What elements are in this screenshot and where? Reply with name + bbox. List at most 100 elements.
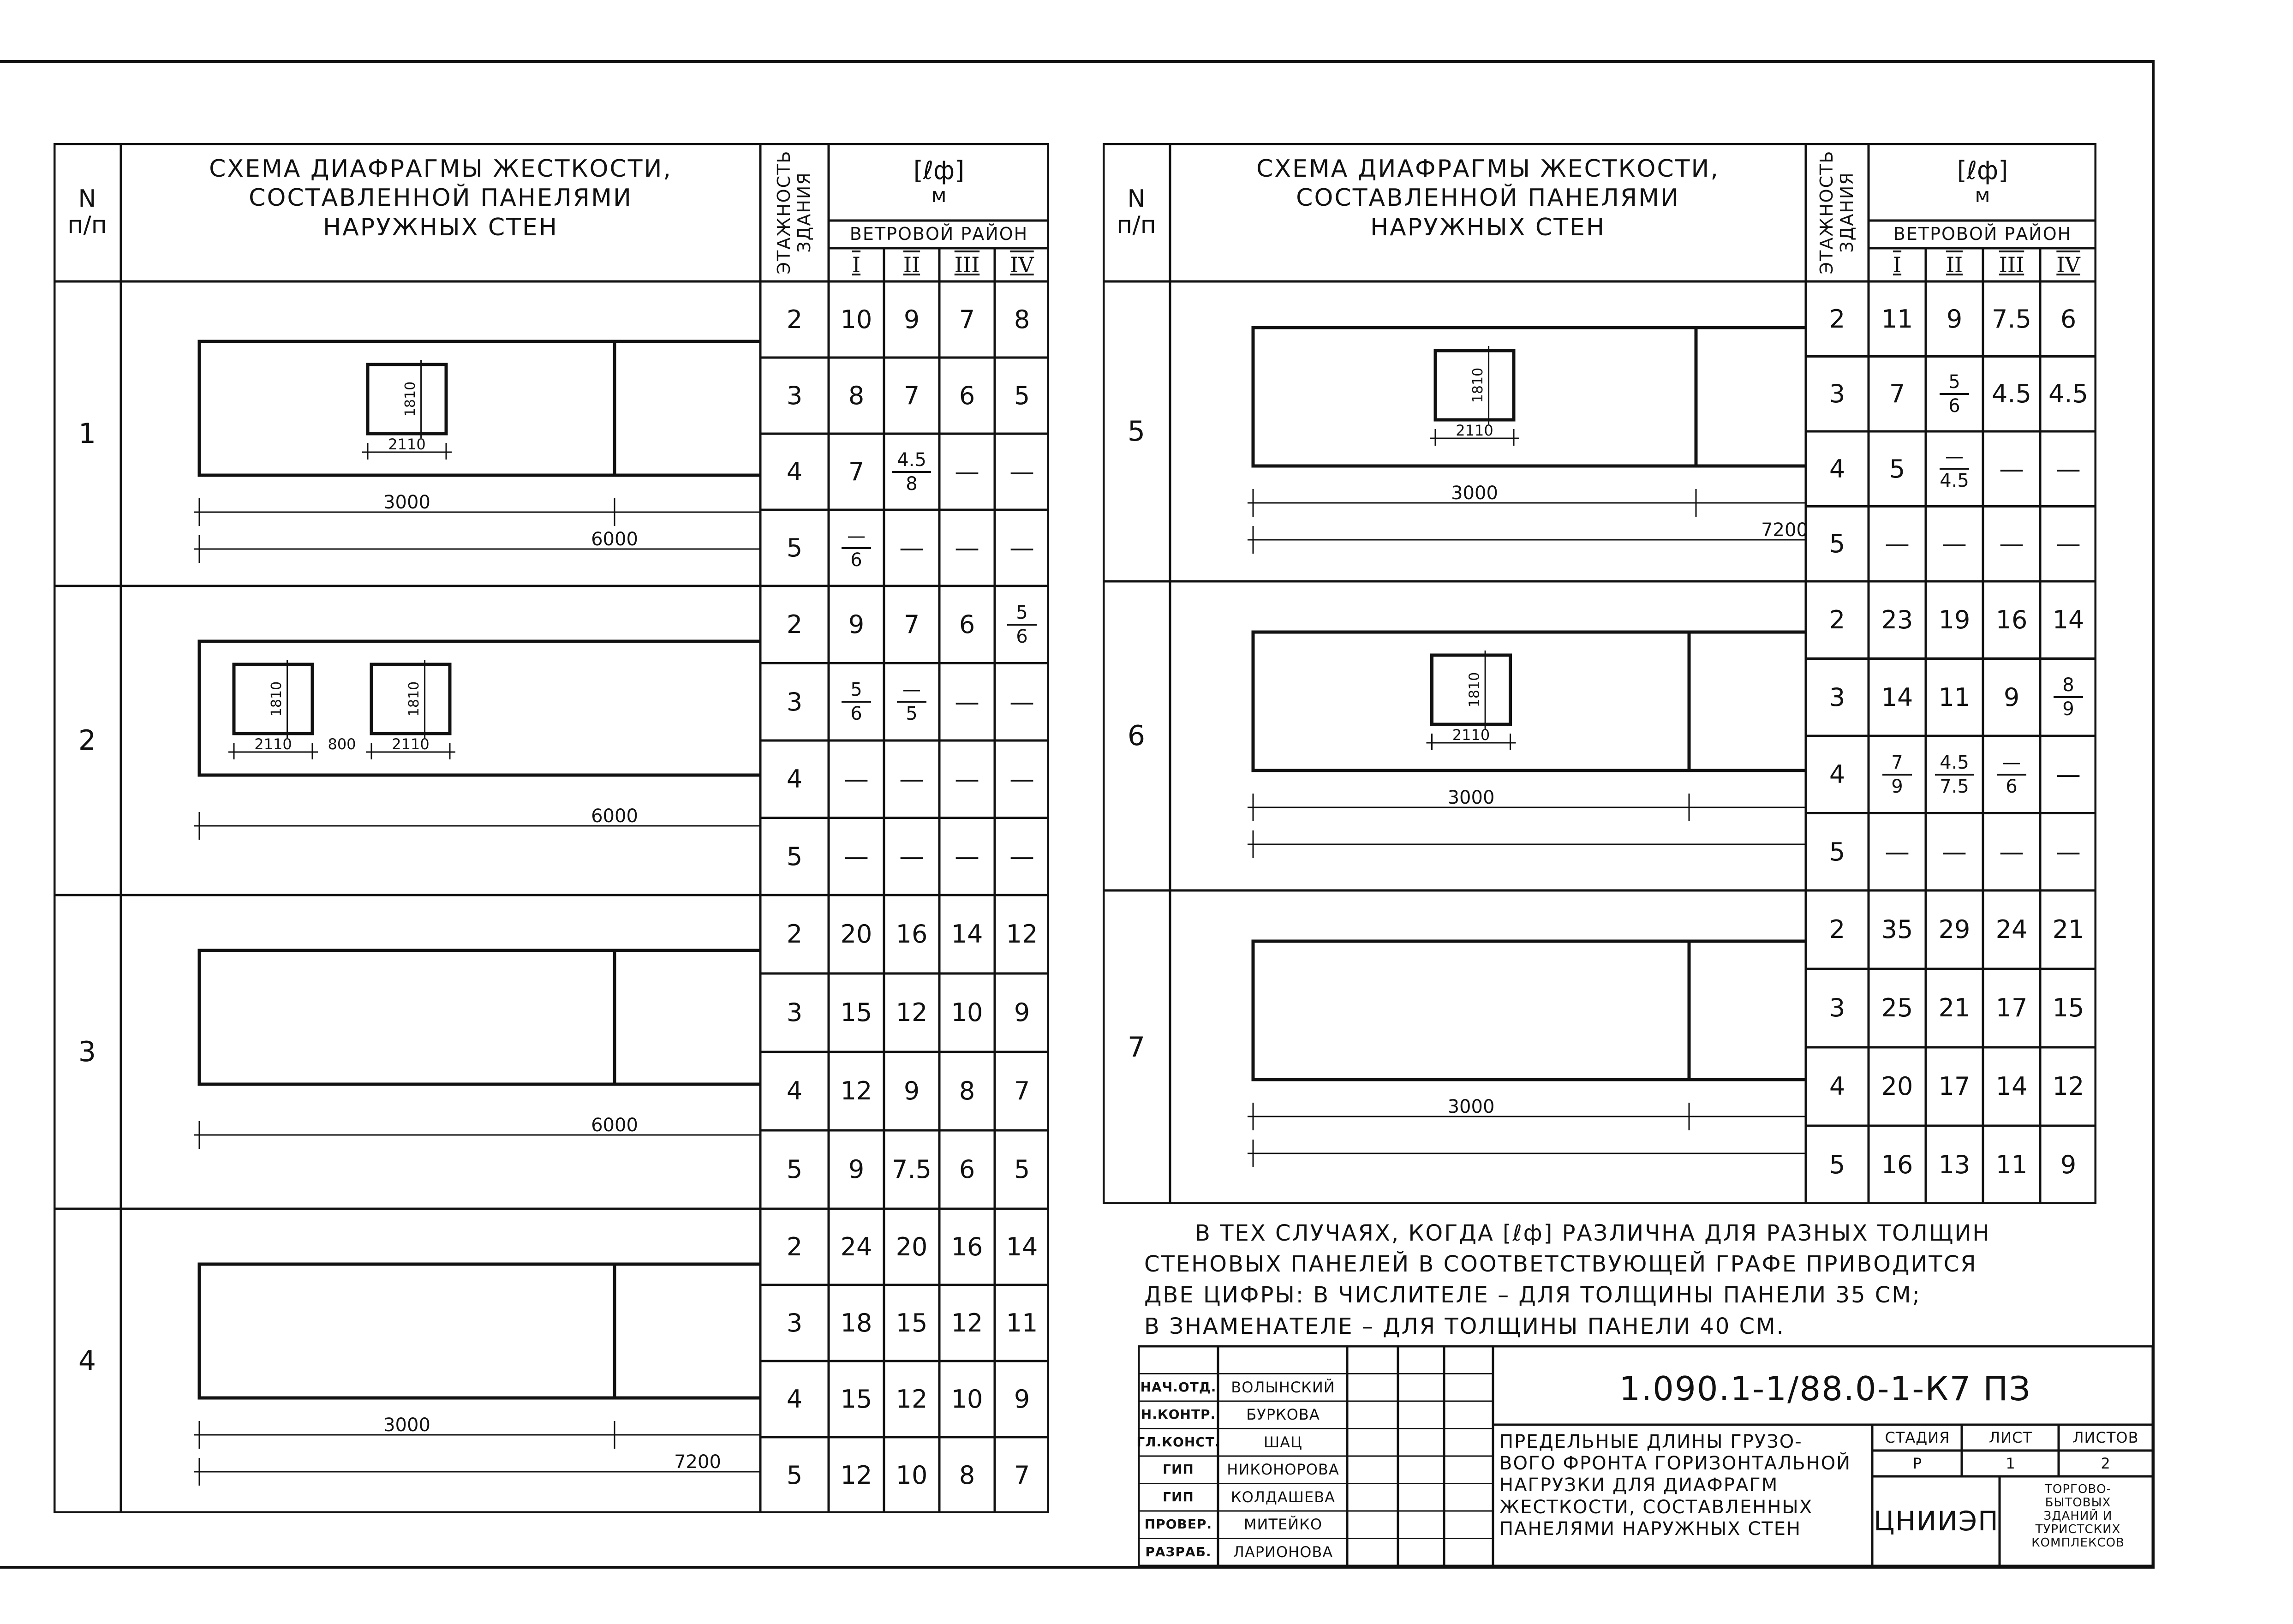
lf-value: 25 (1881, 993, 1913, 1023)
total-length-label: 6000 (591, 806, 638, 827)
header-title-line-3: НАРУЖНЫХ СТЕН (323, 213, 558, 241)
panel-width-label: 3000 (383, 492, 430, 513)
wind-region-3: III (1999, 252, 2024, 277)
lf-value: 12 (951, 1308, 983, 1337)
floors-label-2: ЗДАНИЯ (794, 172, 814, 253)
window-width-label: 2110 (388, 436, 425, 453)
lf-value: 29 (1938, 915, 1971, 944)
lf-value: 14 (1995, 1072, 2028, 1101)
signature-role: ГИП (1163, 1462, 1194, 1477)
signature-name: МИТЕЙКО (1243, 1516, 1323, 1534)
numerator: 7 (1882, 753, 1912, 776)
panel-width-label: 3000 (383, 1415, 430, 1436)
lf-value: 7 (903, 610, 920, 639)
lf-value: 7 (959, 304, 975, 334)
lf-value: 23 (1881, 605, 1913, 635)
lf-value: 9 (848, 1155, 865, 1184)
lf-value: 5 (1889, 454, 1905, 484)
total-length-label: 6000 (591, 529, 638, 550)
org-sub-1: ТОРГОВО- (2044, 1482, 2112, 1496)
floors-label-1: ЭТАЖНОСТЬ (774, 150, 794, 275)
note-line-1: В ТЕХ СЛУЧАЯХ, КОГДА [ℓф] РАЗЛИЧНА ДЛЯ Р… (1195, 1220, 1991, 1246)
wind-region-2: II (903, 252, 920, 277)
numerator: 5 (1007, 603, 1037, 626)
lf-value: 16 (951, 1232, 983, 1261)
wind-region-1: I (1893, 252, 1902, 277)
sheet-value: 1 (2006, 1455, 2016, 1473)
floors-value: 2 (786, 304, 803, 334)
panel-width-label: 3000 (1448, 1096, 1495, 1117)
lf-value: 15 (2052, 993, 2084, 1023)
lf-value: 9 (2060, 1150, 2077, 1180)
lf-value: 21 (2052, 915, 2084, 944)
table-grid (1103, 143, 2096, 1204)
lf-value: 7 (903, 381, 920, 410)
lf-value: 4.5 (1992, 379, 2031, 409)
lf-value: —6 (829, 510, 884, 586)
denominator: 7.5 (1940, 776, 1969, 797)
lf-value: 8 (1014, 304, 1030, 334)
floors-value: 4 (1829, 454, 1845, 484)
lf-value: 6 (959, 1155, 975, 1184)
floors-value: 2 (786, 610, 803, 639)
lf-value: 20 (1881, 1072, 1913, 1101)
lf-value: — (955, 687, 979, 716)
lf-value: 16 (896, 919, 928, 949)
org-sub-2: БЫТОВЫХ (2045, 1496, 2111, 1510)
row-number: 7 (1127, 1031, 1146, 1063)
signature-name: ШАЦ (1264, 1433, 1302, 1451)
wind-region-4: IV (1010, 252, 1034, 277)
floors-value: 2 (1829, 605, 1845, 635)
floors-value: 5 (1829, 529, 1845, 559)
lf-value: 17 (1995, 993, 2028, 1023)
lf-value: — (2056, 454, 2081, 484)
lf-value: 16 (1995, 605, 2028, 635)
numerator: 8 (2054, 676, 2083, 699)
lf-value: 13 (1938, 1150, 1971, 1180)
lf-value: 20 (840, 919, 872, 949)
lf-value: 7 (848, 457, 865, 486)
lf-value: — (899, 533, 924, 562)
floors-value: 5 (1829, 1150, 1845, 1180)
wind-region-label: ВЕТРОВОЙ РАЙОН (849, 224, 1028, 245)
lf-symbol: [ℓф] (913, 156, 965, 185)
column-header-scheme: СХЕМА ДИАФРАГМЫ ЖЕСТКОСТИ,СОСТАВЛЕННОЙ П… (1170, 143, 1806, 254)
lf-value: — (955, 842, 979, 871)
lf-value: 17 (1938, 1072, 1971, 1101)
lf-value: 6 (2060, 304, 2077, 334)
lf-value: 8 (959, 1460, 975, 1490)
lf-value: 11 (1881, 304, 1913, 334)
fraction-value: —4.5 (1940, 448, 1969, 490)
signature-role: НАЧ.ОТД. (1140, 1379, 1217, 1395)
lf-unit: м (931, 183, 947, 207)
signature-role: ГИП (1163, 1489, 1194, 1505)
lf-value: 5 (1014, 381, 1030, 410)
lf-value: 9 (1014, 998, 1030, 1027)
floors-value: 3 (786, 1308, 803, 1337)
lf-value: 9 (848, 610, 865, 639)
sheets-label: ЛИСТОВ (2072, 1429, 2139, 1447)
floors-value: 3 (1829, 682, 1845, 712)
floors-value: 2 (786, 1232, 803, 1261)
lf-value: 21 (1938, 993, 1971, 1023)
window-height-label: 1810 (406, 681, 422, 716)
note-line-4: В ЗНАМЕНАТЕЛЕ – ДЛЯ ТОЛЩИНЫ ПАНЕЛИ 40 СМ… (1144, 1313, 1785, 1339)
lf-value: — (2056, 760, 2081, 789)
org-sub-4: ТУРИСТСКИХ (2035, 1522, 2121, 1537)
lf-value: — (2056, 529, 2081, 559)
lf-value: — (899, 842, 924, 871)
floors-value: 3 (1829, 993, 1845, 1023)
denominator: 4.5 (1940, 470, 1969, 492)
lf-value: 9 (1946, 304, 1963, 334)
window-width-label: 2110 (392, 735, 429, 753)
signature-role: Н.КОНТР. (1141, 1407, 1216, 1422)
lf-value: — (844, 764, 869, 794)
lf-value: 7 (1889, 379, 1905, 409)
diaphragm-scheme: 3000300012007200 (194, 1262, 760, 1486)
